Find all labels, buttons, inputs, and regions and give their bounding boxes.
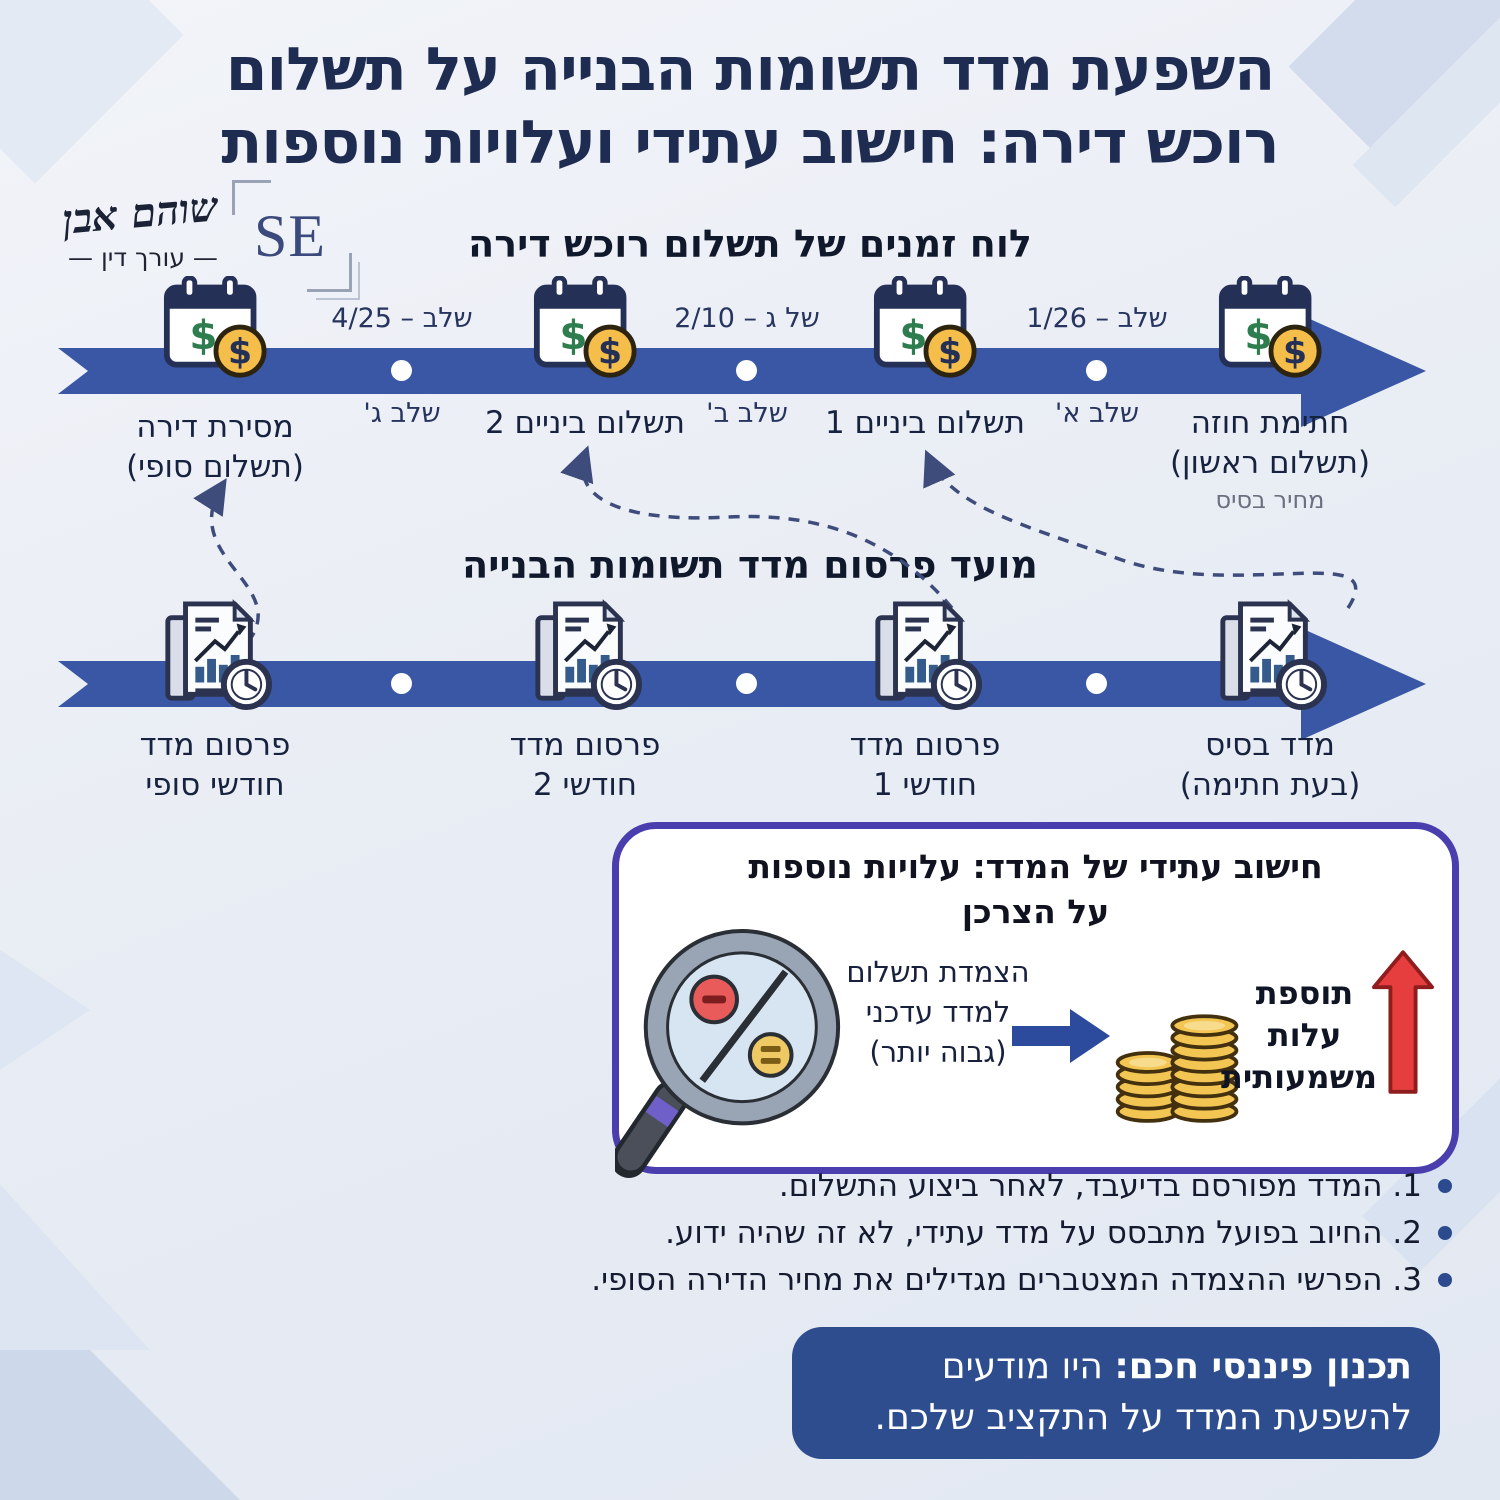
payments-timeline-title: לוח זמנים של תשלום רוכש דירה xyxy=(468,222,1032,266)
page-title-line2: רוכש דירה: חישוב עתידי ועלויות נוספות xyxy=(221,108,1279,179)
page-title-line1: השפעת מדד תשומות הבנייה על תשלום xyxy=(225,35,1276,105)
milestone-stage: שלב א' xyxy=(1054,398,1140,429)
page-title: השפעת מדד תשומות הבנייה על תשלום רוכש די… xyxy=(0,34,1500,180)
corner-decoration xyxy=(0,1140,150,1350)
index-event-label: פרסום מדד חודשי סופי xyxy=(75,726,355,805)
payment-event-label: חתימת חוזה (תשלום ראשון) מחיר בסיס xyxy=(1130,404,1410,516)
event-line: חודשי 2 xyxy=(532,766,638,803)
milestone-date: שלב – 4/25 xyxy=(331,303,473,334)
callout-line2: להשפעת המדד על התקציב שלכם. xyxy=(874,1397,1413,1439)
callout-bold-text: תכנון פיננסי חכם: xyxy=(1114,1346,1412,1387)
milestone-stage: שלב ב' xyxy=(706,398,788,429)
indexation-cause-text: הצמדת תשלום למדד עדכני (גבוה יותר) xyxy=(838,952,1038,1072)
red-up-arrow-icon xyxy=(1372,950,1434,1094)
magnifier-percent-icon xyxy=(615,929,841,1178)
milestone-date: שלב – 1/26 xyxy=(1026,303,1168,334)
payment-event-label: מסירת דירה (תשלום סופי) xyxy=(75,408,355,487)
calendar-dollar-icon xyxy=(871,276,979,380)
effect-line: עלות xyxy=(1267,1016,1342,1055)
event-line: (בעת חתימה) xyxy=(1179,766,1361,803)
calendar-dollar-icon xyxy=(1216,276,1324,380)
note-text: 3. הפרשי ההצמדה המצטברים מגדילים את מחיר… xyxy=(591,1262,1422,1298)
highlight-title-line2: על הצרכן xyxy=(961,891,1110,931)
index-event-label: פרסום מדד חודשי 2 xyxy=(445,726,725,805)
calendar-dollar-icon xyxy=(161,276,269,380)
event-line: פרסום מדד xyxy=(849,727,1001,763)
milestone-stage: שלב ג' xyxy=(363,398,441,429)
index-event-label: מדד בסיס (בעת חתימה) xyxy=(1130,726,1410,805)
event-line: חודשי 1 xyxy=(872,766,978,803)
bracket-decoration xyxy=(307,253,352,292)
event-line: תשלום ביניים 1 xyxy=(824,405,1026,441)
note-item: 3. הפרשי ההצמדה המצטברים מגדילים את מחיר… xyxy=(591,1262,1452,1298)
note-item: 2. החיוב בפועל מתבסס על מדד עתידי, לא זה… xyxy=(665,1215,1452,1251)
timeline-dot xyxy=(391,673,412,694)
bullet-icon xyxy=(1438,1179,1452,1193)
smart-planning-callout: תכנון פיננסי חכם: היו מודעים להשפעת המדד… xyxy=(792,1327,1440,1460)
logo-role: — עורך דין — xyxy=(68,243,218,272)
event-line: (תשלום ראשון) xyxy=(1169,444,1371,481)
effect-line: תוספת xyxy=(1255,974,1354,1012)
event-line: חתימת חוזה xyxy=(1190,405,1350,441)
timeline-dot xyxy=(1086,360,1107,381)
corner-decoration xyxy=(0,930,90,1090)
cause-line: למדד עדכני xyxy=(865,995,1011,1030)
callout-rest-text: היו מודעים xyxy=(941,1346,1115,1387)
note-text: 1. המדד מפורסם בדיעבד, לאחר ביצוע התשלום… xyxy=(778,1168,1422,1204)
cause-line: (גבוה יותר) xyxy=(869,1035,1007,1070)
coin-stacks-icon xyxy=(1115,1014,1239,1123)
bracket-decoration xyxy=(232,180,271,215)
index-timeline-title: מועד פרסום מדד תשומות הבנייה xyxy=(462,543,1038,587)
payment-event-label: תשלום ביניים 1 xyxy=(785,404,1065,444)
event-line: מסירת דירה xyxy=(136,409,294,445)
note-text: 2. החיוב בפועל מתבסס על מדד עתידי, לא זה… xyxy=(665,1215,1422,1251)
bracket-decoration xyxy=(316,262,360,300)
index-event-label: פרסום מדד חודשי 1 xyxy=(785,726,1065,805)
bullet-icon xyxy=(1438,1226,1452,1240)
event-line: תשלום ביניים 2 xyxy=(484,405,686,441)
event-line: פרסום מדד xyxy=(139,727,291,763)
flow-arrow-icon xyxy=(1012,1009,1110,1063)
callout-line1: תכנון פיננסי חכם: היו מודעים xyxy=(812,1341,1412,1392)
report-clock-icon xyxy=(156,598,274,710)
cause-line: הצמדת תשלום xyxy=(846,955,1030,989)
timeline-dot xyxy=(736,673,757,694)
effect-line: משמעותית xyxy=(1220,1058,1377,1097)
timeline-dot xyxy=(391,360,412,381)
report-clock-icon xyxy=(526,598,644,710)
bullet-icon xyxy=(1438,1273,1452,1287)
logo-monogram: SE xyxy=(232,180,360,300)
event-line: פרסום מדד xyxy=(509,727,661,763)
highlight-box-title: חישוב עתידי של המדד: עלויות נוספות על הצ… xyxy=(619,845,1452,934)
milestone-date: של ג – 2/10 xyxy=(674,303,820,334)
report-clock-icon xyxy=(866,598,984,710)
event-note: מחיר בסיס xyxy=(1215,486,1325,515)
timeline-dot xyxy=(736,360,757,381)
report-clock-icon xyxy=(1211,598,1329,710)
event-line: חודשי סופי xyxy=(145,766,285,803)
logo-monogram-text: SE xyxy=(253,202,327,269)
event-line: (תשלום סופי) xyxy=(126,448,304,485)
event-line: מדד בסיס xyxy=(1205,727,1335,763)
timeline-dot xyxy=(1086,673,1107,694)
calendar-dollar-icon xyxy=(531,276,639,380)
highlight-title-line1: חישוב עתידי של המדד: עלויות נוספות xyxy=(748,847,1323,886)
note-item: 1. המדד מפורסם בדיעבד, לאחר ביצוע התשלום… xyxy=(779,1168,1452,1204)
cost-increase-text: תוספת עלות משמעותית xyxy=(1220,972,1377,1099)
payment-event-label: תשלום ביניים 2 xyxy=(445,404,725,444)
